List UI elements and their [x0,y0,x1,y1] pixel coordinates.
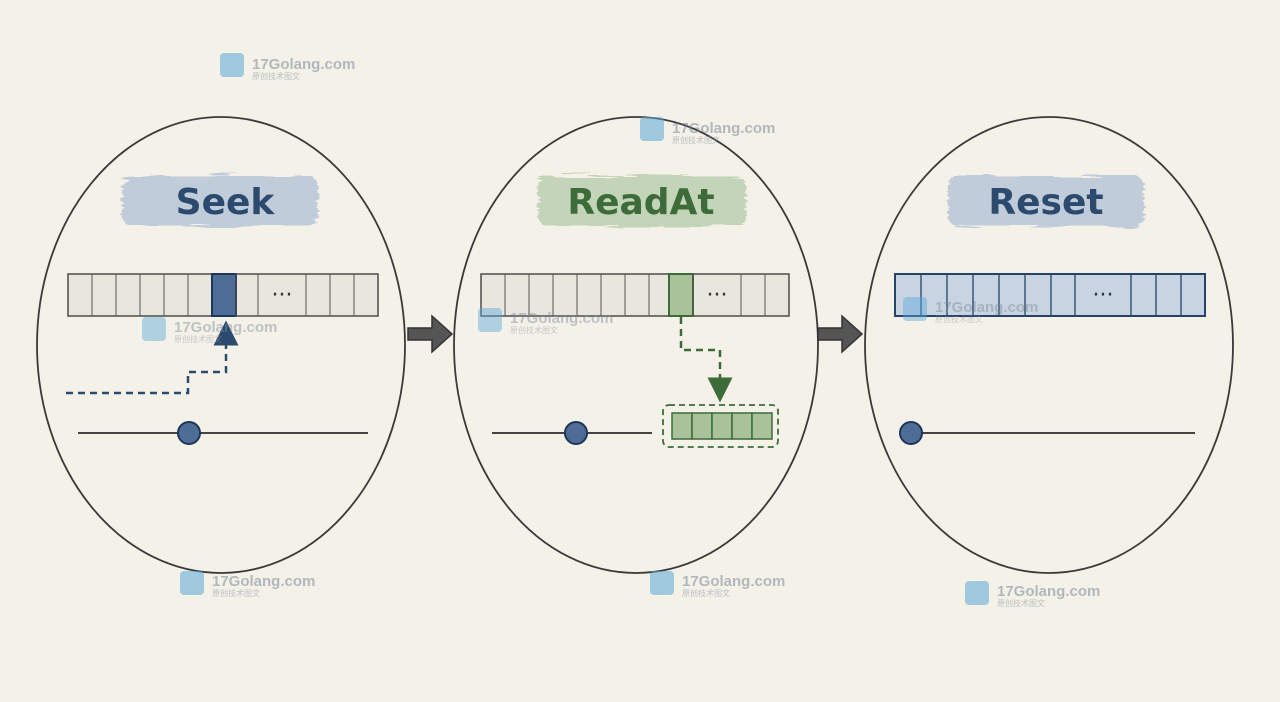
readat-output-cell [711,412,733,440]
readat-output-cell [671,412,693,440]
watermark-logo-icon [180,571,204,595]
watermark-logo-icon [142,317,166,341]
watermark-logo-icon [478,308,502,332]
readat-buffer-ellipsis: ··· [707,283,728,308]
readat-title-highlight [538,176,746,226]
watermark-subtitle: 原创技术图文 [174,334,222,344]
reset-buffer-cell [1180,273,1206,317]
seek-buffer-cell [353,273,379,317]
watermark: 17Golang.com 原创技术图文 [220,53,355,81]
watermark-logo-icon [965,581,989,605]
readat-panel-outline [453,116,819,574]
readat-dashed-arrow [679,317,733,403]
reset-buffer-ellipsis: ··· [1093,283,1114,308]
seek-title: Seek [176,182,276,223]
seek-buffer-cell-selected [211,273,237,317]
watermark: 17Golang.com 原创技术图文 [965,581,1100,608]
watermark-logo-icon [903,297,927,321]
reset-buffer-strip: ··· [894,273,1206,317]
watermark: 17Golang.com 原创技术图文 [142,317,277,344]
readat-buffer-cell [764,273,790,317]
seek-position-marker [177,421,201,445]
readat-buffer-strip: ··· [480,273,790,317]
watermark-text: 17Golang.com [252,56,355,73]
watermark-subtitle: 原创技术图文 [212,588,260,598]
reset-title-highlight [948,176,1144,226]
seek-panel-outline [36,116,406,574]
seek-buffer-ellipsis: ··· [272,283,293,308]
watermark-text: 17Golang.com [510,310,613,327]
seek-to-readat-arrow-icon [407,314,454,354]
readat-to-reset-arrow-icon [817,314,864,354]
reset-position-marker [899,421,923,445]
watermark-text: 17Golang.com [935,299,1038,316]
reset-title: Reset [988,182,1103,223]
readat-title: ReadAt [567,182,714,223]
watermark-text: 17Golang.com [212,573,315,590]
watermark-text: 17Golang.com [672,120,775,137]
watermark-logo-icon [220,53,244,77]
readat-output-cell [731,412,753,440]
watermark-logo-icon [650,571,674,595]
reset-panel-outline [864,116,1234,574]
watermark: 17Golang.com 原创技术图文 [478,308,613,335]
readat-output-buffer-frame [662,404,779,448]
watermark-subtitle: 原创技术图文 [510,325,558,335]
readat-output-cell [751,412,773,440]
seek-buffer-strip: ··· [67,273,379,317]
watermark-text: 17Golang.com [174,319,277,336]
watermark: 17Golang.com 原创技术图文 [650,571,785,598]
watermark: 17Golang.com 原创技术图文 [903,297,1038,324]
readat-output-buffer [662,404,779,448]
watermark-subtitle: 原创技术图文 [672,135,720,145]
watermark-text: 17Golang.com [682,573,785,590]
seek-dashed-arrow [66,320,239,395]
seek-title-highlight [122,176,318,226]
watermark: 17Golang.com 原创技术图文 [180,571,315,598]
readat-position-marker [564,421,588,445]
watermark-subtitle: 原创技术图文 [682,588,730,598]
watermark-subtitle: 原创技术图文 [252,71,300,81]
readat-panel: ReadAt ··· [453,116,819,574]
watermark-subtitle: 原创技术图文 [935,314,983,324]
reset-panel: Reset ··· [864,116,1234,574]
watermark: 17Golang.com 原创技术图文 [640,117,775,145]
watermark-subtitle: 原创技术图文 [997,598,1045,608]
seek-panel: Seek ··· [36,116,406,574]
watermark-logo-icon [640,117,664,141]
readat-buffer-cell-selected [668,273,694,317]
readat-output-cell [691,412,713,440]
watermark-text: 17Golang.com [997,583,1100,600]
